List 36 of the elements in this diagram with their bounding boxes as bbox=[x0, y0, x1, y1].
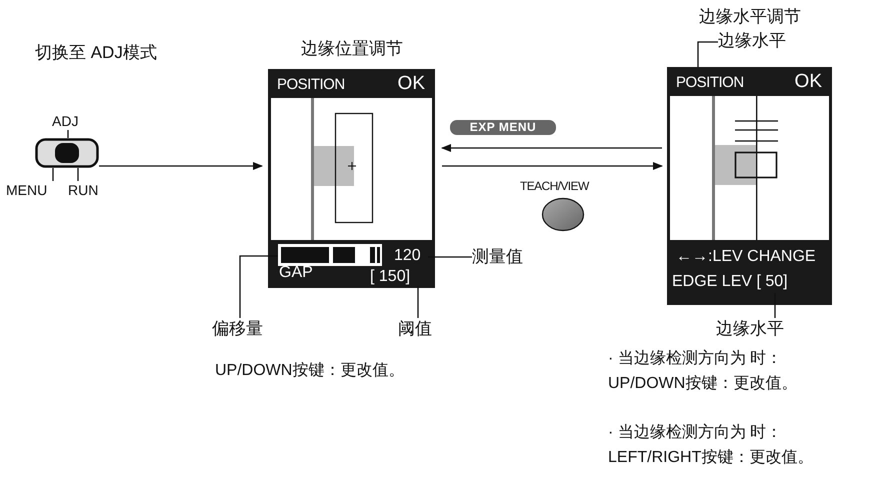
screen-text: OK bbox=[398, 74, 425, 93]
badge-text: EXP MENU bbox=[468, 121, 538, 133]
leader-line bbox=[239, 255, 278, 318]
screen-text: 120 bbox=[394, 248, 421, 264]
screen-text: OK bbox=[794, 72, 822, 91]
screen-title: 边缘位置调节 bbox=[300, 40, 404, 57]
callout-label: 阈值 bbox=[398, 320, 432, 337]
callout-label: 测量值 bbox=[472, 248, 523, 265]
leader-line bbox=[77, 168, 79, 181]
caption-text: 切换至 ADJ模式 bbox=[35, 44, 157, 61]
caption-text: UP/DOWN按键：更改值。 bbox=[215, 363, 404, 379]
callout-label: 边缘水平 bbox=[716, 320, 784, 337]
leader-line bbox=[67, 130, 69, 138]
leader-line bbox=[428, 256, 472, 258]
screen-text: EDGE LEV [ 50] bbox=[672, 274, 788, 290]
leader-line bbox=[417, 286, 419, 318]
callout-label: RUN bbox=[68, 183, 98, 197]
leader-line bbox=[52, 168, 54, 181]
note-text: · 当边缘检测方向为 时： UP/DOWN按键：更改值。 bbox=[608, 348, 798, 394]
arrow bbox=[442, 162, 663, 170]
screen-text: POSITION bbox=[676, 75, 744, 90]
leader-line bbox=[774, 293, 776, 318]
callout-label: MENU bbox=[6, 183, 48, 197]
callout-label: 偏移量 bbox=[212, 320, 263, 337]
callout-label: 边缘水平 bbox=[718, 32, 786, 49]
arrow bbox=[441, 144, 662, 152]
callout-label: ADJ bbox=[52, 114, 78, 128]
screen-text: POSITION bbox=[277, 77, 345, 92]
arrow bbox=[99, 162, 263, 170]
note-text: · 当边缘检测方向为 时： LEFT/RIGHT按键：更改值。 bbox=[608, 422, 814, 468]
screen-text: GAP bbox=[279, 265, 313, 281]
screen-text: ←→:LEV CHANGE bbox=[676, 249, 816, 265]
button-label: TEACH/VIEW bbox=[520, 180, 589, 192]
screen-title: 边缘水平调节 bbox=[698, 8, 802, 25]
screen-text: [ 150] bbox=[370, 269, 410, 285]
leader-line bbox=[697, 41, 718, 67]
